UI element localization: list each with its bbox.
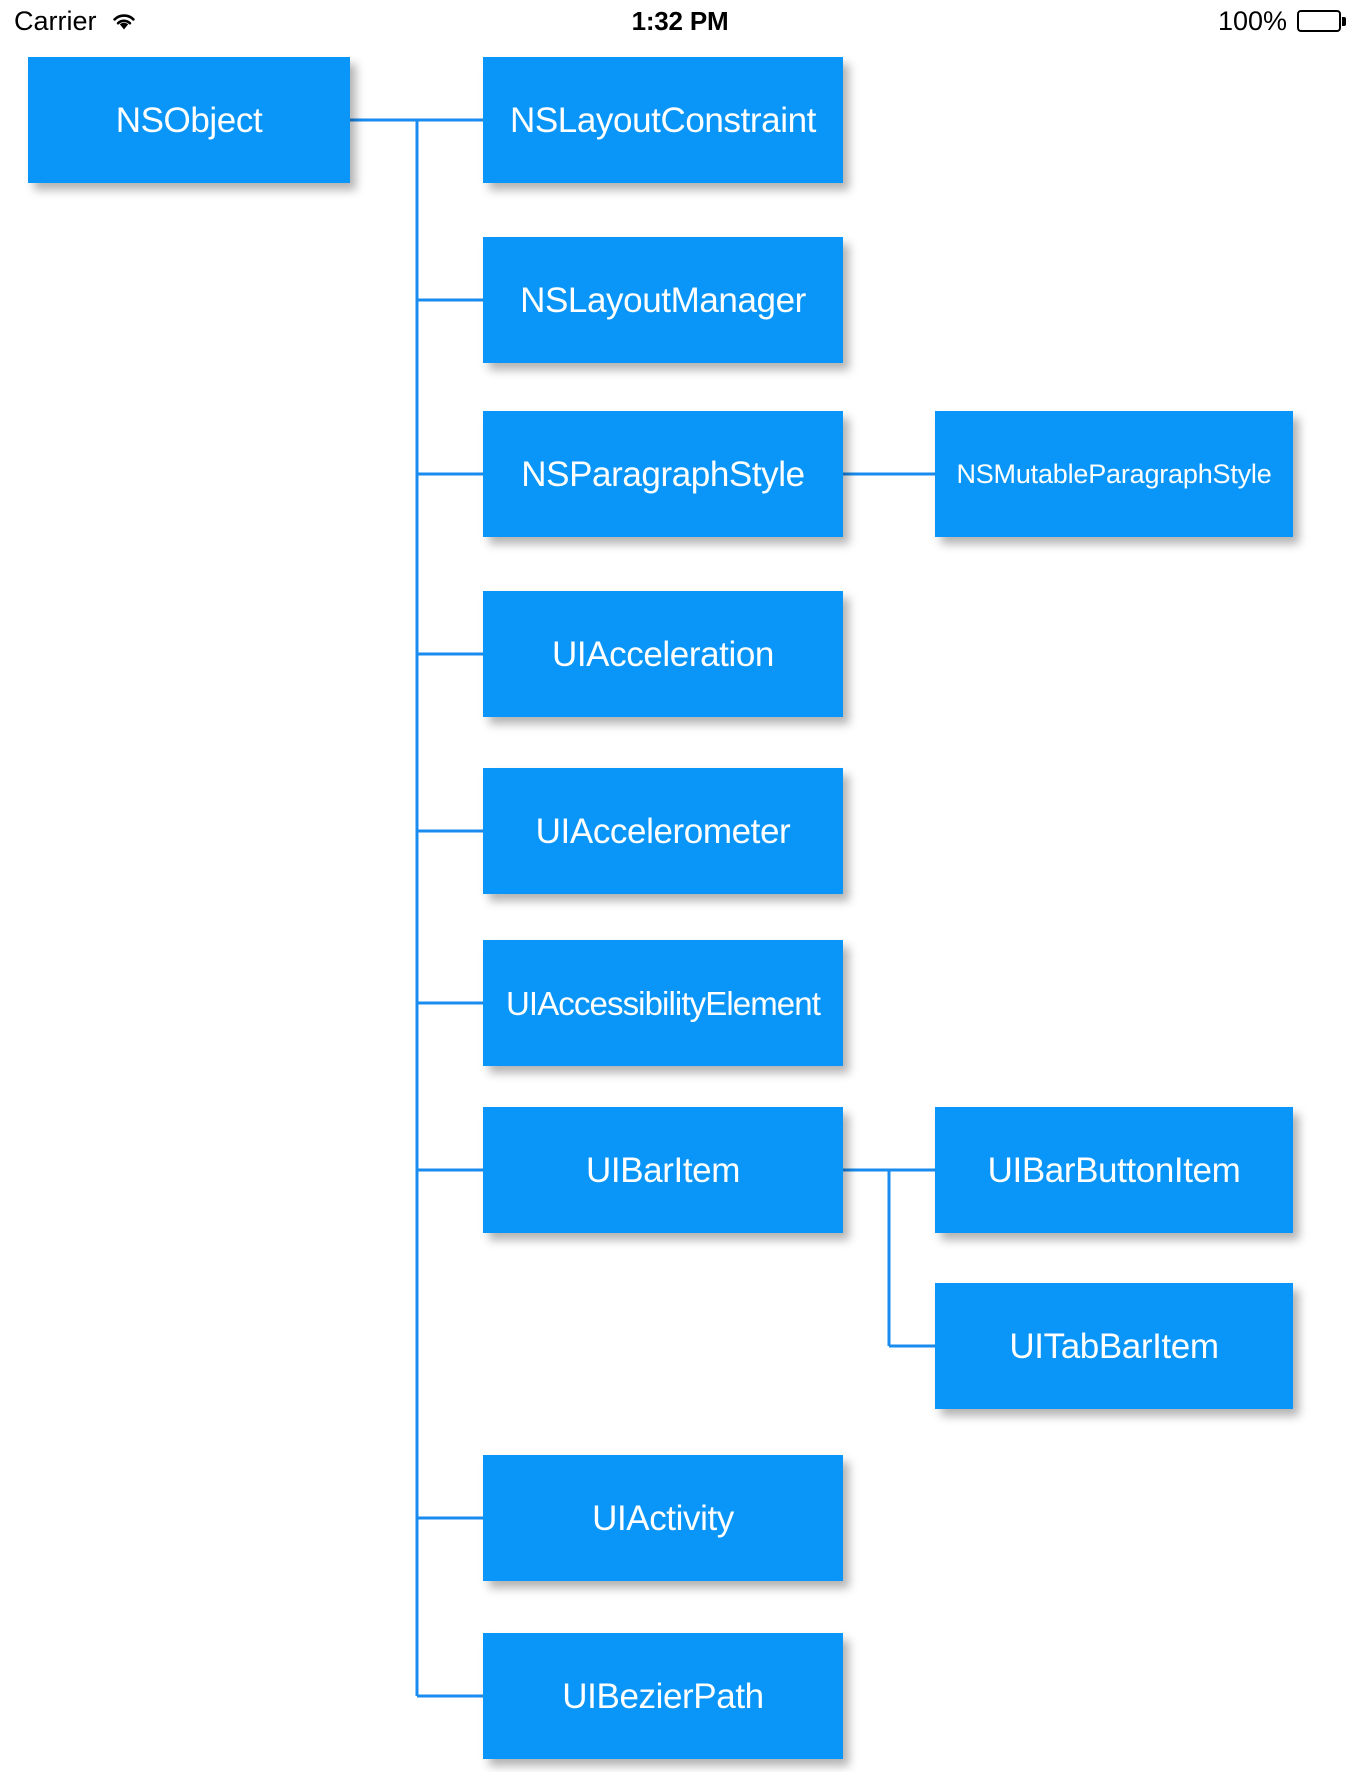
battery-percent-label: 100% <box>1217 5 1287 36</box>
class-node-label: UITabBarItem <box>1009 1326 1219 1366</box>
battery-cap <box>1342 16 1346 26</box>
class-node-label: UIAccessibilityElement <box>506 984 821 1022</box>
status-bar-left: Carrier <box>14 6 632 37</box>
class-node-nsobject[interactable]: NSObject <box>28 57 350 183</box>
carrier-label: Carrier <box>14 5 97 36</box>
wifi-icon <box>109 10 139 32</box>
class-node-label: UIBarItem <box>586 1150 740 1190</box>
class-node-label: NSLayoutConstraint <box>509 100 817 140</box>
class-node-uibezierpath[interactable]: UIBezierPath <box>483 1633 843 1759</box>
status-bar-clock: 1:32 PM <box>631 5 729 36</box>
class-node-label: NSMutableParagraphStyle <box>956 458 1272 489</box>
class-node-uiaccelerometer[interactable]: UIAccelerometer <box>483 768 843 894</box>
battery-body <box>1297 10 1341 32</box>
class-node-uiactivity[interactable]: UIActivity <box>483 1455 843 1581</box>
class-node-uiacceleration[interactable]: UIAcceleration <box>483 591 843 717</box>
class-node-label: UIAccelerometer <box>535 811 791 851</box>
status-bar-right: 100% <box>728 6 1346 37</box>
battery-full-icon <box>1297 10 1346 32</box>
class-node-label: UIBezierPath <box>562 1676 764 1716</box>
status-bar: Carrier 1:32 PM 100% <box>0 0 1360 42</box>
class-node-nsparagraphstyle[interactable]: NSParagraphStyle <box>483 411 843 537</box>
class-node-label: UIAcceleration <box>551 634 774 674</box>
class-node-uibarbuttonitem[interactable]: UIBarButtonItem <box>935 1107 1293 1233</box>
class-node-uitabbaritem[interactable]: UITabBarItem <box>935 1283 1293 1409</box>
class-node-label: UIActivity <box>592 1498 734 1538</box>
class-node-label: NSLayoutManager <box>520 280 806 320</box>
class-node-nslayoutmanager[interactable]: NSLayoutManager <box>483 237 843 363</box>
class-node-uiaccessibilityelement[interactable]: UIAccessibilityElement <box>483 940 843 1066</box>
class-node-uibaritem[interactable]: UIBarItem <box>483 1107 843 1233</box>
class-node-label: NSObject <box>115 100 263 140</box>
class-node-nslayoutconstraint[interactable]: NSLayoutConstraint <box>483 57 843 183</box>
class-node-label: UIBarButtonItem <box>987 1150 1241 1190</box>
class-node-nsmutableparagraphstyle[interactable]: NSMutableParagraphStyle <box>935 411 1293 537</box>
class-node-label: NSParagraphStyle <box>521 454 805 494</box>
